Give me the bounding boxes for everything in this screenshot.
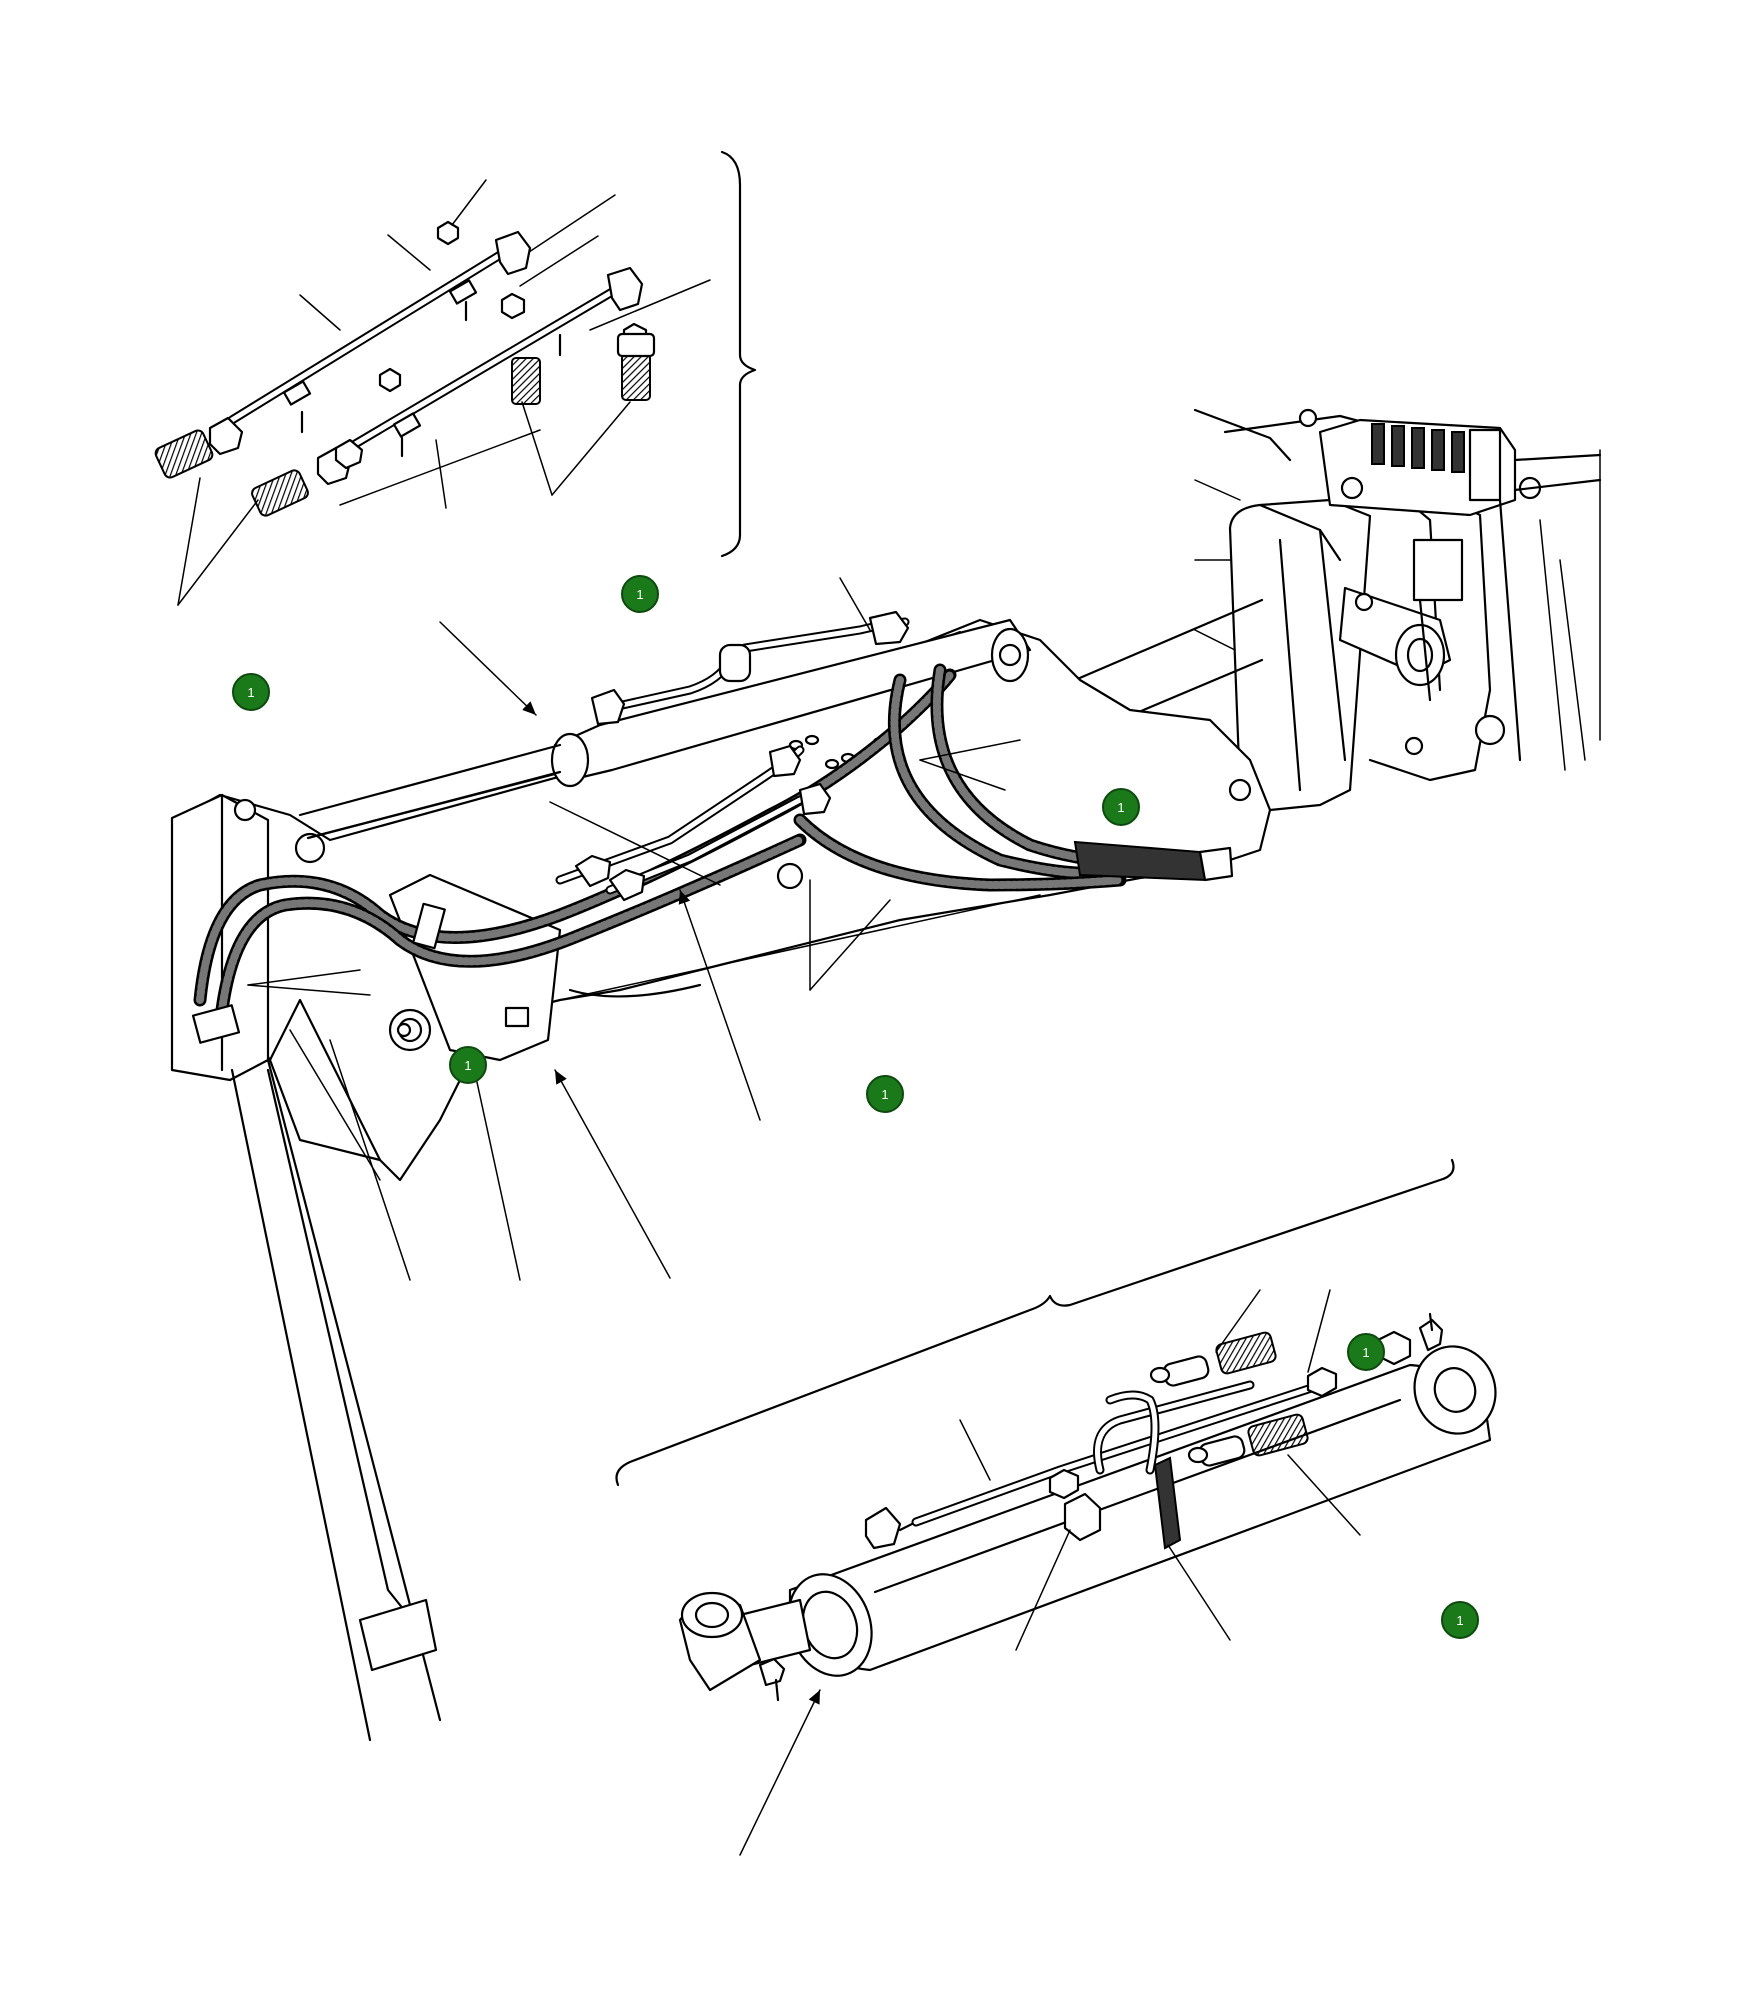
- callout-marker-cylinder-top[interactable]: 1: [1347, 1333, 1385, 1371]
- callout-marker-boom-bracket[interactable]: 1: [449, 1046, 487, 1084]
- callout-marker-boom-lower[interactable]: 1: [866, 1075, 904, 1113]
- lower-inset-cylinder-assembly: [615, 1158, 1497, 1856]
- upper-inset-pipe-assembly: [154, 150, 757, 606]
- callout-marker-boom-right[interactable]: 1: [1102, 788, 1140, 826]
- callout-marker-left[interactable]: 1: [232, 673, 270, 711]
- callout-marker-upper-inset[interactable]: 1: [621, 575, 659, 613]
- inset-bracket: [720, 150, 757, 558]
- main-boom: [170, 577, 1272, 1742]
- callout-marker-cylinder-right[interactable]: 1: [1441, 1601, 1479, 1639]
- kingpost-frame: [1073, 408, 1602, 812]
- cylinder-bracket: [615, 1158, 1455, 1487]
